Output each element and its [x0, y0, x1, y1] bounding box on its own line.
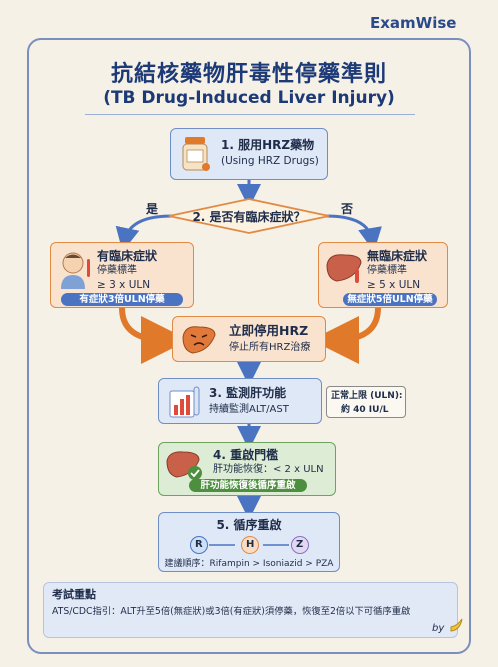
decision-yes-label: 是 — [146, 202, 159, 216]
stop-box: 立即停用HRZ 停止所有HRZ治療 — [172, 316, 326, 362]
drug-h: H — [246, 539, 255, 550]
drug-z: Z — [296, 539, 304, 550]
step5-box: 5. 循序重啟 R H Z 建議順序：Rifampin > Isoniazid … — [158, 512, 340, 572]
uln-note: 正常上限 (ULN): 約 40 IU/L — [326, 386, 406, 418]
banana-icon — [450, 618, 463, 632]
title-divider — [85, 114, 415, 115]
symptomatic-box: 有臨床症狀 停藥標準 ≥ 3 x ULN 有症狀3倍ULN停藥 — [50, 242, 194, 308]
step1-box: 1. 服用HRZ藥物 (Using HRZ Drugs) — [170, 128, 328, 180]
step4-pill: 肝功能恢復後循序重啟 — [189, 479, 307, 492]
exam-note-title: 考試重點 — [52, 588, 96, 601]
step1-title: 1. 服用HRZ藥物 — [221, 138, 315, 152]
symptomatic-line2: ≥ 3 x ULN — [97, 279, 151, 291]
arrow-no — [325, 214, 382, 252]
drug-r: R — [195, 539, 203, 550]
byline: by — [432, 623, 445, 634]
angry-liver-icon — [182, 326, 216, 354]
decision-diamond — [168, 198, 330, 234]
arrow-sym-stop — [119, 307, 189, 364]
decision-no-label: 否 — [341, 202, 354, 216]
step4-subtitle: 肝功能恢復：< 2 x ULN — [213, 464, 324, 475]
step3-subtitle: 持續監測ALT/AST — [209, 404, 289, 415]
uln-line2: 約 40 IU/L — [341, 405, 389, 415]
page-title: 抗結核藥物肝毒性停藥準則 — [110, 62, 387, 87]
content-frame — [27, 38, 471, 654]
step4-box: 4. 重啟門檻 肝功能恢復：< 2 x ULN 肝功能恢復後循序重啟 — [158, 442, 336, 496]
asymptomatic-line1: 停藥標準 — [367, 265, 407, 276]
symptomatic-line1: 停藥標準 — [97, 265, 137, 276]
step5-title: 5. 循序重啟 — [216, 518, 282, 532]
exam-note: 考試重點 ATS/CDC指引：ALT升至5倍(無症狀)或3倍(有症狀)須停藥，恢… — [43, 582, 458, 638]
exam-note-text: ATS/CDC指引：ALT升至5倍(無症狀)或3倍(有症狀)須停藥，恢復至2倍以… — [52, 606, 411, 617]
step3-title: 3. 監測肝功能 — [209, 386, 287, 400]
liver-icon — [326, 254, 362, 283]
step3-box: 3. 監測肝功能 持續監測ALT/AST — [158, 378, 322, 424]
decision-label: 2. 是否有臨床症狀？ — [192, 210, 306, 224]
pill-bottle-icon — [182, 137, 210, 171]
symptomatic-pill: 有症狀3倍ULN停藥 — [61, 293, 183, 306]
symptomatic-title: 有臨床症狀 — [97, 249, 158, 263]
asymptomatic-box: 無臨床症狀 停藥標準 ≥ 5 x ULN 無症狀5倍ULN停藥 — [318, 242, 448, 308]
page-subtitle: (TB Drug-Induced Liver Injury) — [103, 88, 395, 108]
asymptomatic-pill: 無症狀5倍ULN停藥 — [343, 293, 437, 306]
asymptomatic-line2: ≥ 5 x ULN — [367, 279, 421, 291]
arrow-yes — [115, 214, 173, 252]
step4-title: 4. 重啟門檻 — [213, 448, 279, 462]
lab-chart-icon — [169, 386, 200, 418]
uln-line1: 正常上限 (ULN): — [331, 391, 403, 401]
stop-subtitle: 停止所有HRZ治療 — [229, 342, 311, 353]
sick-person-icon — [61, 252, 90, 289]
asymptomatic-title: 無臨床症狀 — [367, 249, 428, 263]
step5-order: 建議順序：Rifampin > Isoniazid > PZA — [164, 559, 334, 569]
liver-check-icon — [166, 451, 202, 480]
step1-subtitle: (Using HRZ Drugs) — [221, 155, 319, 167]
stop-title: 立即停用HRZ — [229, 323, 309, 338]
drug-sequence — [190, 536, 309, 554]
arrow-asym-stop — [311, 307, 381, 364]
brand-logo: ExamWise — [370, 14, 457, 32]
